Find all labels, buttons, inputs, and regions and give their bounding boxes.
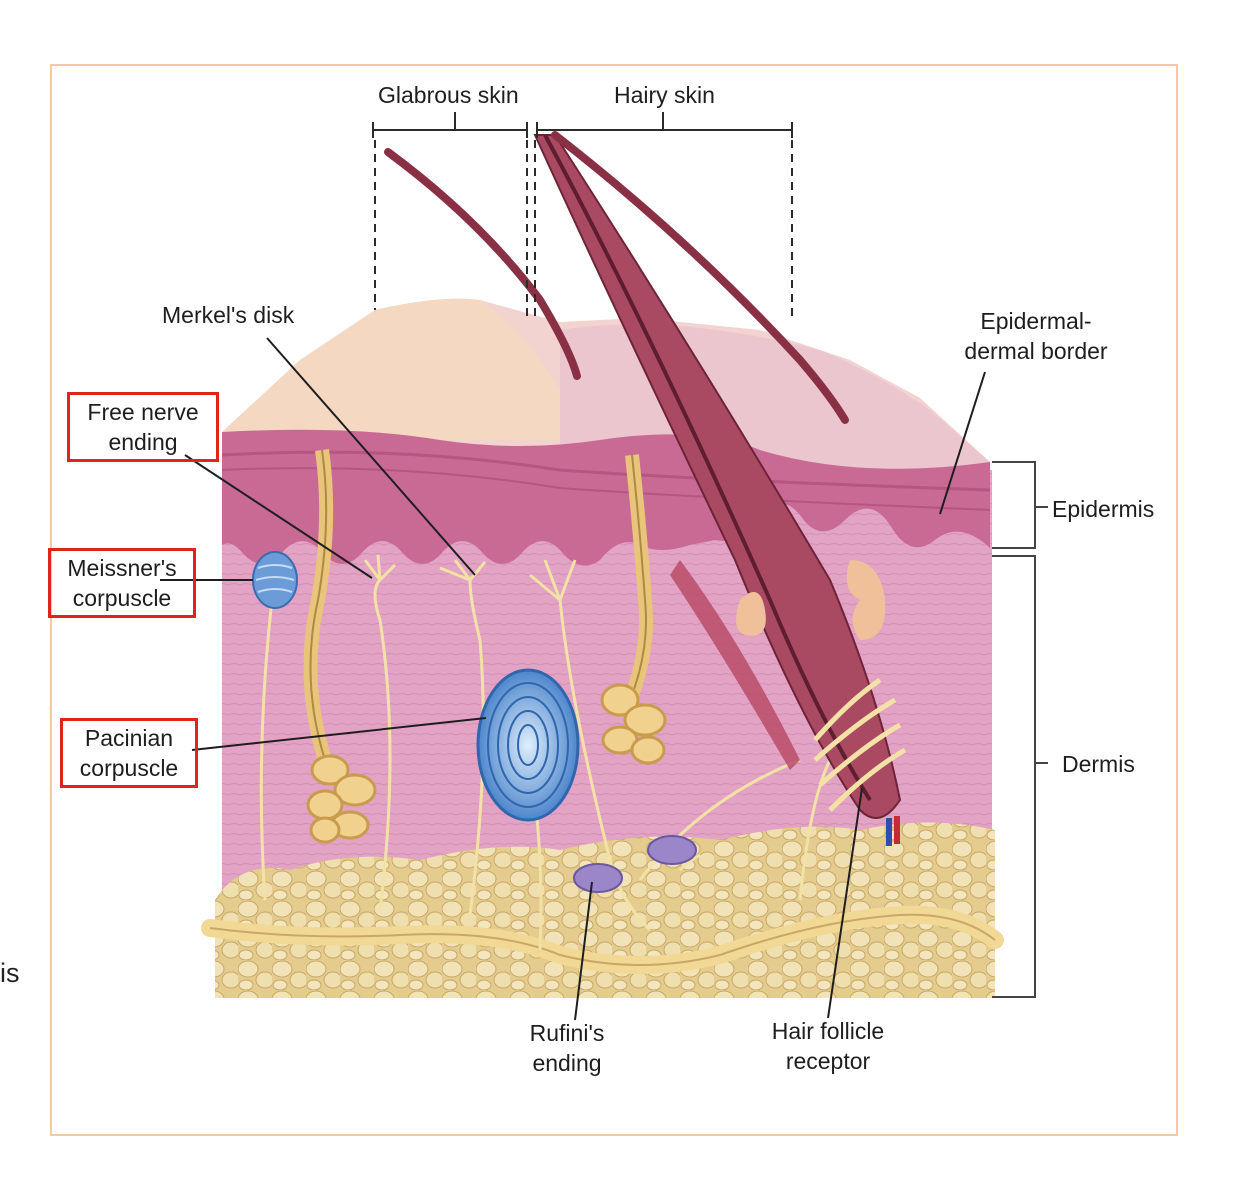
leader-lines: [160, 337, 986, 1021]
label-dermis: Dermis: [1062, 751, 1135, 777]
border-line-1: Epidermal-: [980, 308, 1092, 334]
free-nerve-line-1: Free nerve: [87, 399, 199, 425]
label-rufinis-ending: Rufini's ending: [505, 1018, 629, 1078]
hair-follicle: [533, 134, 902, 819]
rufini-line-1: Rufini's: [529, 1020, 605, 1046]
sebaceous-gland: [846, 560, 886, 640]
label-pacinian-corpuscle: Pacinian corpuscle: [60, 718, 198, 788]
ruffini-ending: [573, 863, 623, 893]
dashed-guides: [374, 140, 793, 320]
arrector-pili-muscle: [670, 560, 800, 770]
meissner-line-2: corpuscle: [72, 585, 172, 611]
epidermis-layer: [222, 429, 990, 566]
pacinian-line-2: corpuscle: [79, 755, 179, 781]
sweat-glands: [303, 449, 667, 844]
glabrous-surface: [222, 298, 560, 440]
label-merkels-disk: Merkel's disk: [162, 302, 295, 328]
label-epidermis: Epidermis: [1052, 496, 1155, 522]
ruffini-ending: [647, 835, 697, 865]
cutoff-text: is: [0, 958, 20, 988]
skin-type-brackets: [372, 112, 793, 138]
hair-second: [551, 131, 849, 424]
figure-frame: [50, 64, 1178, 1136]
hair-follicle-line-1: Hair follicle: [771, 1018, 885, 1044]
blood-vessel-vein: [886, 818, 892, 846]
nerve-fibers: [259, 554, 832, 951]
label-hair-follicle-receptor: Hair follicle receptor: [752, 1016, 904, 1076]
border-line-2: dermal border: [964, 338, 1108, 364]
label-meissners-corpuscle: Meissner's corpuscle: [48, 548, 196, 618]
rufini-line-2: ending: [532, 1050, 602, 1076]
layer-brackets: [992, 461, 1048, 998]
meissner-line-1: Meissner's: [67, 555, 177, 581]
free-nerve-line-2: ending: [108, 429, 178, 455]
pacinian-corpuscle: [476, 668, 580, 822]
hair-follicle-line-2: receptor: [785, 1048, 871, 1074]
subcutaneous-fat: [215, 822, 995, 998]
label-free-nerve-ending: Free nerve ending: [67, 392, 219, 462]
hair-follicle-receptor: [813, 677, 907, 812]
blood-vessel-artery: [894, 816, 900, 844]
label-epidermal-dermal-border: Epidermal- dermal border: [946, 306, 1126, 366]
label-hairy-skin: Hairy skin: [614, 82, 715, 108]
label-glabrous-skin: Glabrous skin: [378, 82, 519, 108]
hair-shaft: [543, 134, 872, 802]
pacinian-line-1: Pacinian: [84, 725, 174, 751]
sebaceous-gland: [736, 592, 766, 636]
